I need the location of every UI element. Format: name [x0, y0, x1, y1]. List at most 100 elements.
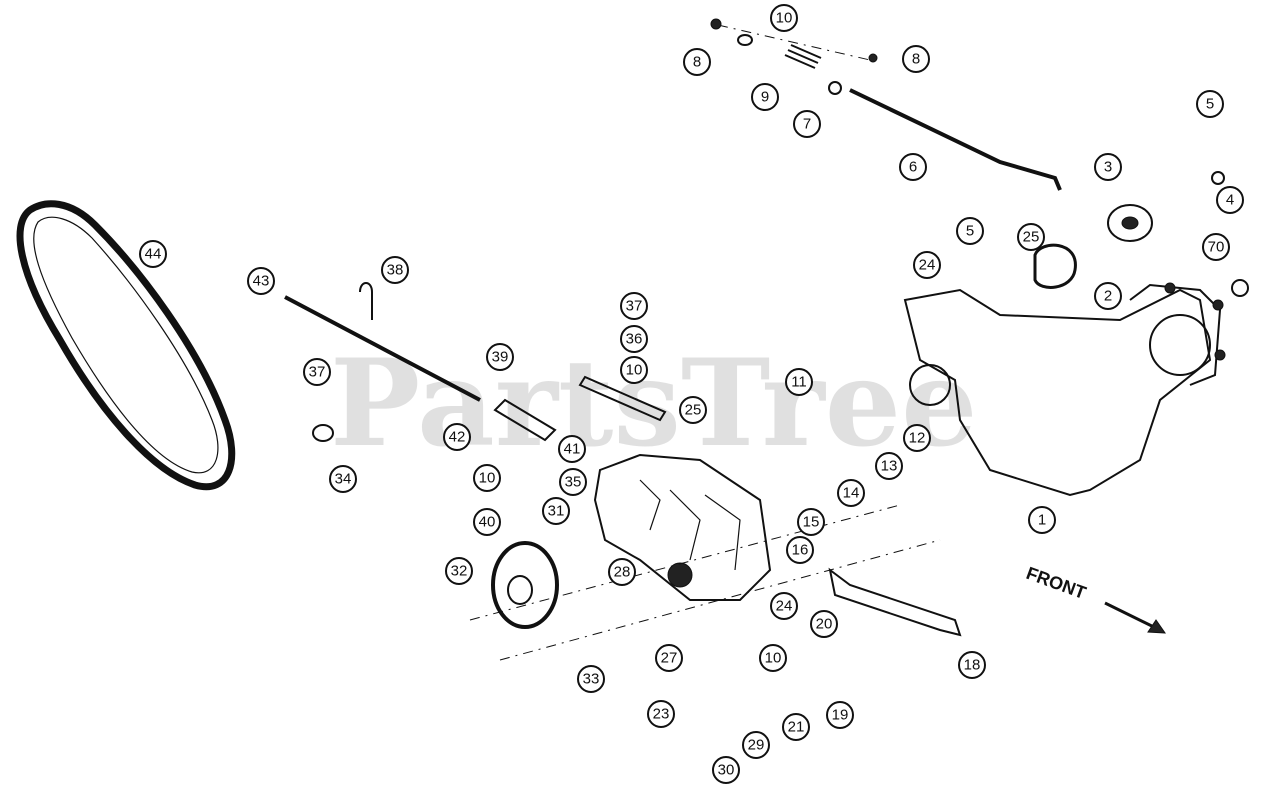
svg-text:24: 24: [919, 257, 936, 274]
svg-text:42: 42: [449, 429, 466, 446]
svg-text:12: 12: [909, 430, 926, 447]
svg-text:31: 31: [548, 503, 565, 520]
callout-44: 44: [139, 240, 167, 268]
callout-31: 31: [542, 497, 570, 525]
svg-text:9: 9: [761, 89, 769, 106]
callout-21: 21: [782, 713, 810, 741]
svg-text:16: 16: [792, 542, 809, 559]
front-label: FRONT: [1024, 563, 1089, 603]
callout-16: 16: [786, 536, 814, 564]
drive-belt: [16, 200, 236, 491]
svg-text:41: 41: [564, 441, 581, 458]
callout-15: 15: [797, 508, 825, 536]
callout-20: 20: [810, 610, 838, 638]
svg-text:1: 1: [1038, 512, 1046, 529]
callout-6: 6: [899, 153, 927, 181]
callout-37: 37: [620, 292, 648, 320]
svg-text:25: 25: [1023, 229, 1040, 246]
svg-text:7: 7: [803, 116, 811, 133]
svg-text:25: 25: [685, 402, 702, 419]
svg-text:43: 43: [253, 273, 270, 290]
svg-text:27: 27: [661, 650, 678, 667]
callout-7: 7: [793, 110, 821, 138]
front-direction-indicator: FRONT: [1024, 563, 1166, 634]
svg-text:15: 15: [803, 514, 820, 531]
callout-10: 10: [473, 464, 501, 492]
svg-text:32: 32: [451, 563, 468, 580]
svg-text:10: 10: [765, 650, 782, 667]
transmission-housing: [903, 171, 1249, 497]
svg-text:36: 36: [626, 331, 643, 348]
callout-43: 43: [247, 267, 275, 295]
callout-40: 40: [473, 508, 501, 536]
svg-text:10: 10: [626, 362, 643, 379]
callout-8: 8: [683, 48, 711, 76]
callout-12: 12: [903, 424, 931, 452]
svg-text:18: 18: [964, 657, 981, 674]
svg-text:8: 8: [912, 51, 920, 68]
svg-text:13: 13: [881, 458, 898, 475]
callout-25: 25: [1017, 223, 1045, 251]
svg-text:20: 20: [816, 616, 833, 633]
svg-text:39: 39: [492, 349, 509, 366]
svg-text:37: 37: [309, 364, 326, 381]
gear-case: [469, 453, 941, 661]
svg-text:3: 3: [1104, 159, 1112, 176]
callout-8: 8: [902, 45, 930, 73]
callout-10: 10: [770, 4, 798, 32]
svg-text:5: 5: [1206, 96, 1214, 113]
callout-33: 33: [577, 665, 605, 693]
callout-32: 32: [445, 557, 473, 585]
callout-11: 11: [785, 368, 813, 396]
svg-text:40: 40: [479, 514, 496, 531]
callout-19: 19: [826, 701, 854, 729]
callout-34: 34: [329, 465, 357, 493]
svg-text:10: 10: [479, 470, 496, 487]
callout-70: 70: [1202, 233, 1230, 261]
svg-text:38: 38: [387, 262, 404, 279]
callout-30: 30: [712, 756, 740, 784]
callout-27: 27: [655, 644, 683, 672]
svg-text:35: 35: [565, 474, 582, 491]
callout-10: 10: [759, 644, 787, 672]
callout-14: 14: [837, 479, 865, 507]
watermark-text: PartsTree: [330, 333, 977, 474]
callout-24: 24: [913, 251, 941, 279]
svg-text:4: 4: [1226, 192, 1234, 209]
callout-25: 25: [679, 396, 707, 424]
callout-4: 4: [1216, 186, 1244, 214]
svg-text:24: 24: [776, 598, 793, 615]
shift-linkage: [284, 282, 667, 442]
callout-23: 23: [647, 700, 675, 728]
svg-text:14: 14: [843, 485, 860, 502]
callout-35: 35: [559, 468, 587, 496]
callout-28: 28: [608, 558, 636, 586]
callout-5: 5: [956, 217, 984, 245]
callout-29: 29: [742, 731, 770, 759]
svg-text:19: 19: [832, 707, 849, 724]
callout-39: 39: [486, 343, 514, 371]
callout-3: 3: [1094, 153, 1122, 181]
callout-38: 38: [381, 256, 409, 284]
svg-text:34: 34: [335, 471, 352, 488]
shift-rod-assembly: [710, 18, 1062, 191]
svg-text:23: 23: [653, 706, 670, 723]
callout-24: 24: [770, 592, 798, 620]
svg-text:70: 70: [1208, 239, 1225, 256]
callout-2: 2: [1094, 282, 1122, 310]
svg-text:33: 33: [583, 671, 600, 688]
svg-text:2: 2: [1104, 288, 1112, 305]
svg-text:10: 10: [776, 10, 793, 27]
svg-text:30: 30: [718, 762, 735, 779]
svg-text:11: 11: [791, 374, 807, 391]
callout-42: 42: [443, 423, 471, 451]
svg-text:6: 6: [909, 159, 917, 176]
svg-text:8: 8: [693, 54, 701, 71]
svg-text:5: 5: [966, 223, 974, 240]
svg-text:37: 37: [626, 298, 643, 315]
svg-text:29: 29: [748, 737, 765, 754]
callout-1: 1: [1028, 506, 1056, 534]
input-pulley: [491, 541, 559, 629]
svg-text:44: 44: [145, 246, 162, 263]
